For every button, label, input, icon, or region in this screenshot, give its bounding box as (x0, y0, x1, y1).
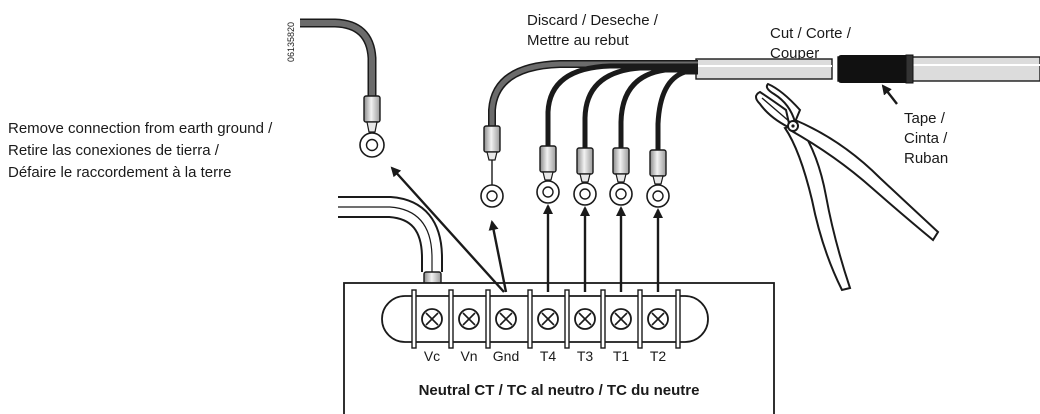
conductor-t3 (573, 65, 698, 206)
terminal-screw-t1 (600, 289, 632, 349)
tape-label: Tape / Cinta / Ruban (904, 110, 952, 167)
terminal-label-t1: T1 (613, 348, 630, 364)
arrow-discard (488, 220, 508, 293)
terminal-screw-t4 (527, 289, 559, 349)
arrow-remove-ground (390, 166, 505, 293)
discard-conductor (480, 60, 698, 208)
conductor-t4 (536, 63, 698, 204)
terminal-label-gnd: Gnd (493, 348, 519, 364)
wire-cutters-icon (755, 82, 940, 292)
tape-arrow (881, 84, 898, 105)
terminal-block (381, 289, 709, 349)
terminal-end-bar (675, 289, 681, 349)
terminal-labels: Vc Vn Gnd T4 T3 T1 T2 (424, 348, 667, 364)
remove-connection-label: Remove connection from earth ground / Re… (8, 120, 276, 181)
cable-sheath-left (695, 58, 833, 80)
terminal-label-t3: T3 (577, 348, 594, 364)
terminal-label-vn: Vn (460, 348, 477, 364)
terminal-screw-vn (448, 289, 480, 349)
terminal-screw-t3 (564, 289, 596, 349)
document-id: 06135820 (286, 22, 296, 62)
conductor-t1 (609, 67, 698, 206)
terminal-label-t4: T4 (540, 348, 557, 364)
terminal-screw-gnd (485, 289, 517, 349)
conductor-t2 (646, 69, 698, 208)
connection-arrows (390, 166, 663, 293)
terminal-label-t2: T2 (650, 348, 667, 364)
panel-title: Neutral CT / TC al neutro / TC du neutre (419, 382, 700, 399)
terminal-screw-vc (411, 289, 443, 349)
discard-label: Discard / Deseche / Mettre au rebut (527, 12, 662, 49)
earth-ground-wire (300, 18, 385, 158)
cut-label: Cut / Corte / Couper (770, 25, 855, 62)
terminal-label-vc: Vc (424, 348, 440, 364)
terminal-screw-t2 (637, 289, 669, 349)
tape-wrap (838, 54, 914, 84)
